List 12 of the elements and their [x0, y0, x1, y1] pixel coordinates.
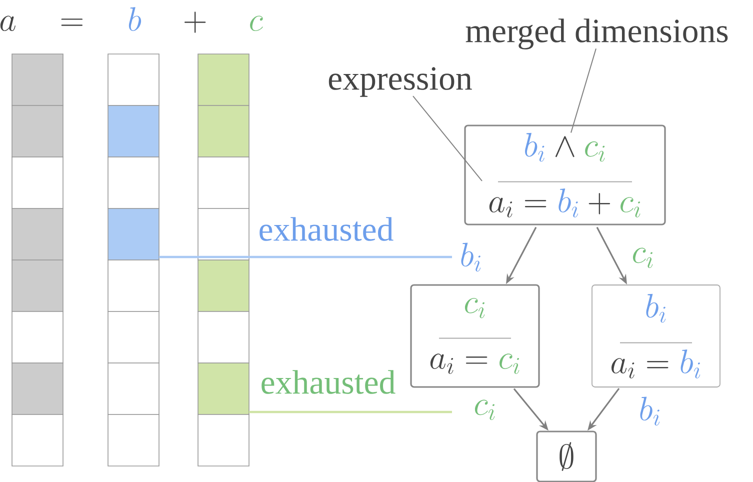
exhausted-label: exhausted — [262, 370, 396, 394]
edge-label: ${\color{bvar}b_i}$ — [458, 242, 484, 272]
callout-text: expression — [328, 67, 472, 97]
callout-text: merged dimensions — [466, 18, 728, 50]
exhausted-label: exhausted — [260, 217, 394, 241]
edge-label: ${\color{bvar}b_i}$ — [638, 396, 662, 426]
leader-line — [570, 48, 596, 134]
leader-line — [412, 96, 482, 182]
equation-heading: $a \quad=\quad {\color{bvar}b} \quad+\quad {\color{cvar}c}$ — [0, 7, 263, 33]
edge-label: ${\color{cvar}c_i}$ — [472, 399, 498, 421]
edge-label: ${\color{cvar}c_i}$ — [630, 247, 656, 269]
empty-set-box: $\emptyset$ — [536, 430, 597, 482]
